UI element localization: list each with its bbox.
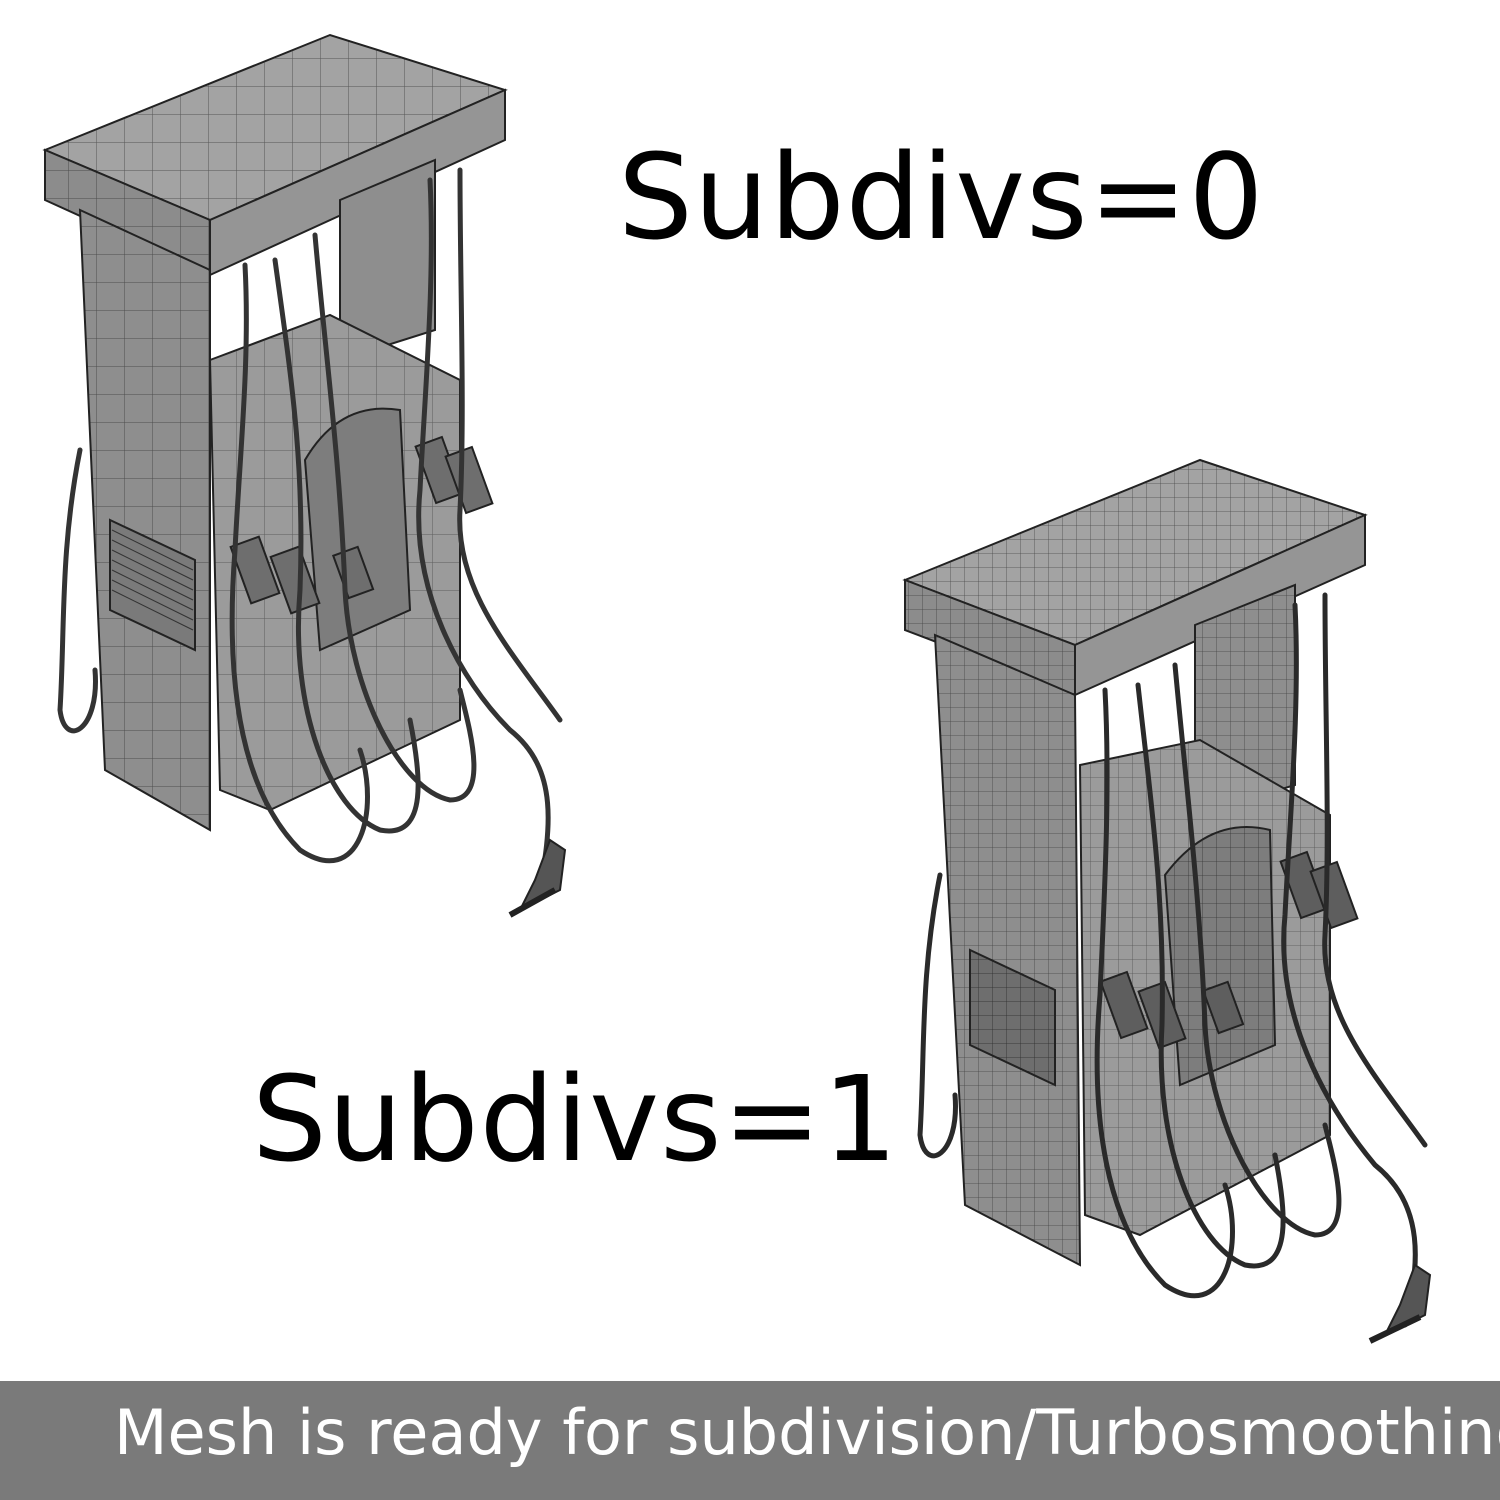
fuel-dispenser-subdivs-0-render (42, 33, 567, 918)
fuel-dispenser-subdivs-1-render (902, 458, 1432, 1344)
banner-caption: Mesh is ready for subdivision/Turbosmoot… (114, 1396, 1500, 1469)
subdivs-1-label: Subdivs=1 (252, 1050, 899, 1188)
info-banner (0, 1381, 1500, 1500)
subdivs-0-label: Subdivs=0 (618, 128, 1265, 266)
